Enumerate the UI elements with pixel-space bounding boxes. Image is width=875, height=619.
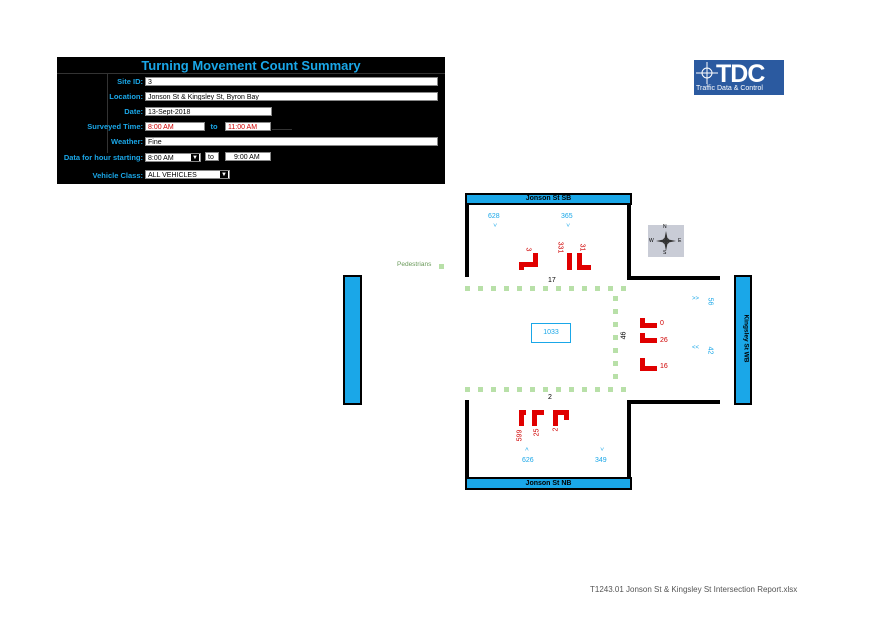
surveyed-start-field[interactable]: 8:00 AM xyxy=(145,122,205,131)
vehicle-class-select[interactable]: ALL VEHICLES ▼ xyxy=(145,170,230,179)
east-turn-a-count: 0 xyxy=(660,320,664,327)
compass-e: E xyxy=(678,238,682,244)
logo-subtext: Traffic Data & Control xyxy=(696,85,763,92)
south-left-count: 599 xyxy=(516,429,524,442)
north-left-count: 3 xyxy=(524,247,532,252)
chevron-down-icon[interactable]: ▼ xyxy=(220,171,228,178)
summary-title: Turning Movement Count Summary xyxy=(141,58,361,73)
south-right-count: 2 xyxy=(552,427,560,432)
north-ped-count: 17 xyxy=(548,277,556,284)
north-in-total: 628 xyxy=(488,213,500,220)
site-id-field[interactable]: 3 xyxy=(145,77,438,86)
south-ped-count: 2 xyxy=(548,394,552,401)
surveyed-time-label: Surveyed Time: xyxy=(87,122,143,131)
surveyed-to-label: to xyxy=(210,122,218,131)
north-out-total: 365 xyxy=(561,213,573,220)
surveyed-end-field[interactable]: 11:00 AM xyxy=(225,122,271,131)
tdc-logo: TDC Traffic Data & Control xyxy=(694,60,784,95)
vehicle-class-label: Vehicle Class: xyxy=(92,171,143,180)
footer-filename: T1243.01 Jonson St & Kingsley St Interse… xyxy=(590,585,798,594)
north-right-count: 31 xyxy=(578,243,586,252)
date-field[interactable]: 13-Sept-2018 xyxy=(145,107,272,116)
site-id-label: Site ID: xyxy=(117,77,143,86)
north-in-arrow: > xyxy=(490,223,497,227)
north-road-bar: Jonson St SB xyxy=(465,193,632,205)
location-label: Location: xyxy=(109,92,143,101)
east-in-total: 42 xyxy=(706,346,714,355)
south-in-arrow: > xyxy=(524,447,531,451)
date-label: Date: xyxy=(124,107,143,116)
south-out-total: 349 xyxy=(595,457,607,464)
vehicle-class-value: ALL VEHICLES xyxy=(148,172,197,179)
hour-start-label: Data for hour starting: xyxy=(63,153,143,162)
center-total-box: 1033 xyxy=(531,323,571,343)
hour-end-field[interactable]: 9:00 AM xyxy=(225,152,271,161)
hour-start-value: 8:00 AM xyxy=(148,155,174,162)
compass-icon: N S W E xyxy=(648,224,684,257)
crosshair-icon xyxy=(696,62,718,84)
pedestrians-legend-swatch xyxy=(439,264,444,269)
weather-field[interactable]: Fine xyxy=(145,137,438,146)
location-field[interactable]: Jonson St & Kingsley St, Byron Bay xyxy=(145,92,438,101)
north-through-count: 331 xyxy=(556,241,564,254)
east-road-label: Kingsley St WB xyxy=(742,314,750,363)
north-out-arrow: > xyxy=(563,223,570,227)
west-road-bar xyxy=(343,275,362,405)
compass-s: S xyxy=(663,250,667,256)
east-out-total: 56 xyxy=(706,297,714,306)
logo-text: TDC xyxy=(716,60,765,88)
hour-to-field: to xyxy=(205,152,219,161)
south-in-total: 626 xyxy=(522,457,534,464)
north-road-label: Jonson St SB xyxy=(525,195,572,202)
chevron-down-icon[interactable]: ▼ xyxy=(191,154,199,161)
east-turn-c-count: 16 xyxy=(660,363,668,370)
compass-w: W xyxy=(649,238,654,244)
hour-start-select[interactable]: 8:00 AM ▼ xyxy=(145,153,201,162)
east-in-arrow: << xyxy=(692,345,700,351)
east-road-bar: Kingsley St WB xyxy=(734,275,752,405)
east-out-arrow: >> xyxy=(692,296,700,302)
compass-n: N xyxy=(663,224,667,230)
east-ped-count: 46 xyxy=(620,331,628,340)
south-through-count: 25 xyxy=(533,428,541,437)
south-road-bar: Jonson St NB xyxy=(465,477,632,490)
south-out-arrow: > xyxy=(597,447,604,451)
summary-panel: Turning Movement Count Summary Site ID: … xyxy=(57,57,445,184)
weather-label: Weather: xyxy=(111,137,143,146)
south-road-label: Jonson St NB xyxy=(525,480,572,487)
east-turn-b-count: 26 xyxy=(660,337,668,344)
pedestrians-legend-label: Pedestrians xyxy=(397,261,432,268)
